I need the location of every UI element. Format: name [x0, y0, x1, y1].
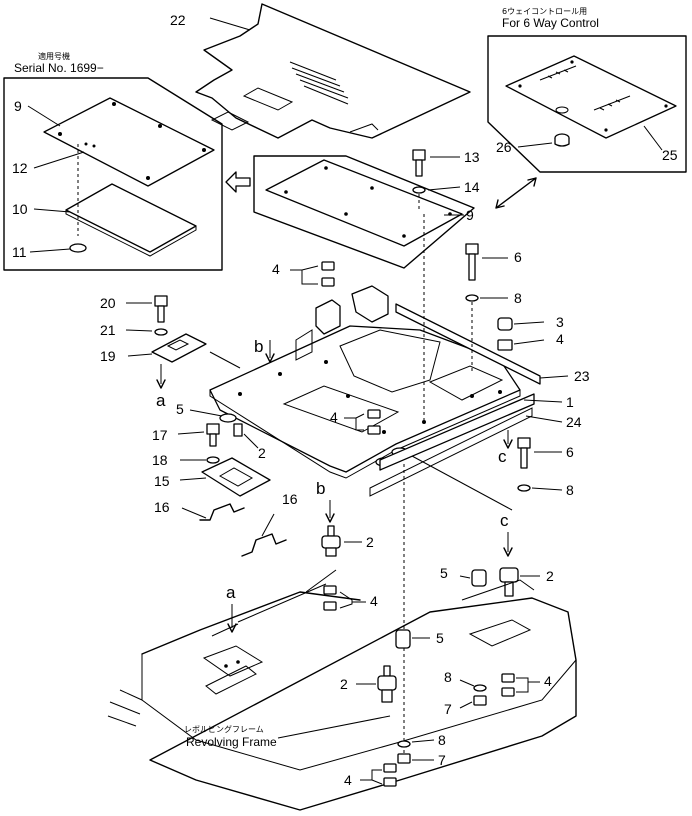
- callout-9b: 9: [466, 207, 474, 223]
- inset-right-caption-en: For 6 Way Control: [502, 16, 599, 30]
- callout-5a: 5: [176, 401, 184, 417]
- callout-4a: 4: [272, 261, 280, 277]
- callout-6a: 6: [514, 249, 522, 265]
- fasteners-right-lower: [459, 673, 540, 709]
- rails: [369, 303, 569, 497]
- callout-14: 14: [464, 179, 480, 195]
- floor-frame: [209, 285, 521, 479]
- arrow-left-icon: [225, 171, 251, 193]
- bolt-20: [125, 295, 207, 389]
- mount-5-2-right: [459, 567, 540, 597]
- callout-20: 20: [100, 295, 116, 311]
- callout-2c: 2: [546, 568, 554, 584]
- callout-24: 24: [566, 414, 582, 430]
- leader-9a: [27, 105, 61, 127]
- frame-label-en: Revolving Frame: [186, 735, 277, 749]
- callout-16b: 16: [282, 491, 298, 507]
- nuts-4-lower-center: [323, 585, 366, 611]
- callout-6b: 6: [566, 444, 574, 460]
- leader-12: [33, 151, 85, 169]
- callout-8c: 8: [444, 669, 452, 685]
- bolt-6-top: [465, 243, 508, 302]
- double-arrow-icon: [495, 177, 537, 209]
- bolt-17: [177, 423, 220, 464]
- callout-8b: 8: [566, 482, 574, 498]
- inset-left-caption-en: Serial No. 1699−: [14, 61, 104, 75]
- callout-18: 18: [152, 452, 168, 468]
- inset-right-caption-jp: 6ウェイコントロール用: [502, 7, 587, 16]
- callout-4d: 4: [370, 593, 378, 609]
- inset-left-caption-jp: 適用号機: [38, 51, 70, 61]
- mount-5-lower: [395, 629, 430, 649]
- nuts-4-top: [290, 261, 335, 287]
- ref-b2: b: [316, 479, 325, 498]
- leader-26: [517, 142, 553, 148]
- leader-10: [33, 208, 71, 213]
- callout-4f: 4: [344, 772, 352, 788]
- callout-1: 1: [566, 394, 574, 410]
- callout-25: 25: [662, 147, 678, 163]
- callout-2a: 2: [258, 445, 266, 461]
- guide-line-1: [411, 455, 513, 511]
- callout-4c: 4: [330, 409, 338, 425]
- mount-2-lower: [356, 665, 397, 703]
- callout-4b: 4: [556, 331, 564, 347]
- revolving-frame: [107, 579, 577, 811]
- callout-22: 22: [170, 12, 186, 28]
- bracket-15: [179, 457, 271, 497]
- callout-16a: 16: [154, 499, 170, 515]
- mount-2-center: [321, 525, 362, 557]
- callout-9a: 9: [14, 98, 22, 114]
- center-plate-group: [253, 155, 475, 269]
- mount-5-2-upper: [189, 409, 259, 449]
- bolt-6-lower: [517, 437, 563, 492]
- frame-label-jp: レボルビングフレーム: [184, 724, 264, 734]
- leader-22: [209, 17, 251, 31]
- callout-11: 11: [12, 244, 27, 260]
- callout-2d: 2: [340, 676, 348, 692]
- inset-right: 6ウェイコントロール用 For 6 Way Control: [487, 7, 687, 173]
- callout-2b: 2: [366, 534, 374, 550]
- guide-line-3: [305, 569, 337, 593]
- ref-c2: c: [500, 511, 509, 530]
- ref-a2: a: [226, 583, 236, 602]
- callout-8a: 8: [514, 290, 522, 306]
- ref-a1: a: [156, 391, 166, 410]
- callout-19: 19: [100, 348, 116, 364]
- ref-b1: b: [254, 337, 263, 356]
- callout-23: 23: [574, 368, 590, 384]
- callout-13: 13: [464, 149, 480, 165]
- callout-5b: 5: [440, 565, 448, 581]
- leader-25: [643, 125, 663, 151]
- guide-line-2: [209, 351, 241, 369]
- ref-c1: c: [498, 447, 507, 466]
- leader-11: [29, 248, 71, 253]
- callout-21: 21: [100, 322, 116, 338]
- callout-12: 12: [12, 160, 28, 176]
- cap-3: [497, 317, 545, 351]
- callout-17: 17: [152, 427, 168, 443]
- callout-7a: 7: [444, 701, 452, 717]
- fasteners-bottom: [360, 739, 435, 787]
- callout-7b: 7: [438, 752, 446, 768]
- floor-mat: [195, 3, 471, 139]
- callout-4e: 4: [544, 673, 552, 689]
- callout-8d: 8: [438, 732, 446, 748]
- callout-5c: 5: [436, 630, 444, 646]
- callout-15: 15: [154, 473, 170, 489]
- nuts-4-middle: [344, 409, 381, 435]
- callout-3: 3: [556, 314, 564, 330]
- inset-left: 適用号機 Serial No. 1699−: [3, 51, 223, 271]
- callout-26: 26: [496, 139, 512, 155]
- bolt-13: [412, 149, 461, 210]
- clamps-16: [181, 503, 287, 557]
- callout-10: 10: [12, 201, 28, 217]
